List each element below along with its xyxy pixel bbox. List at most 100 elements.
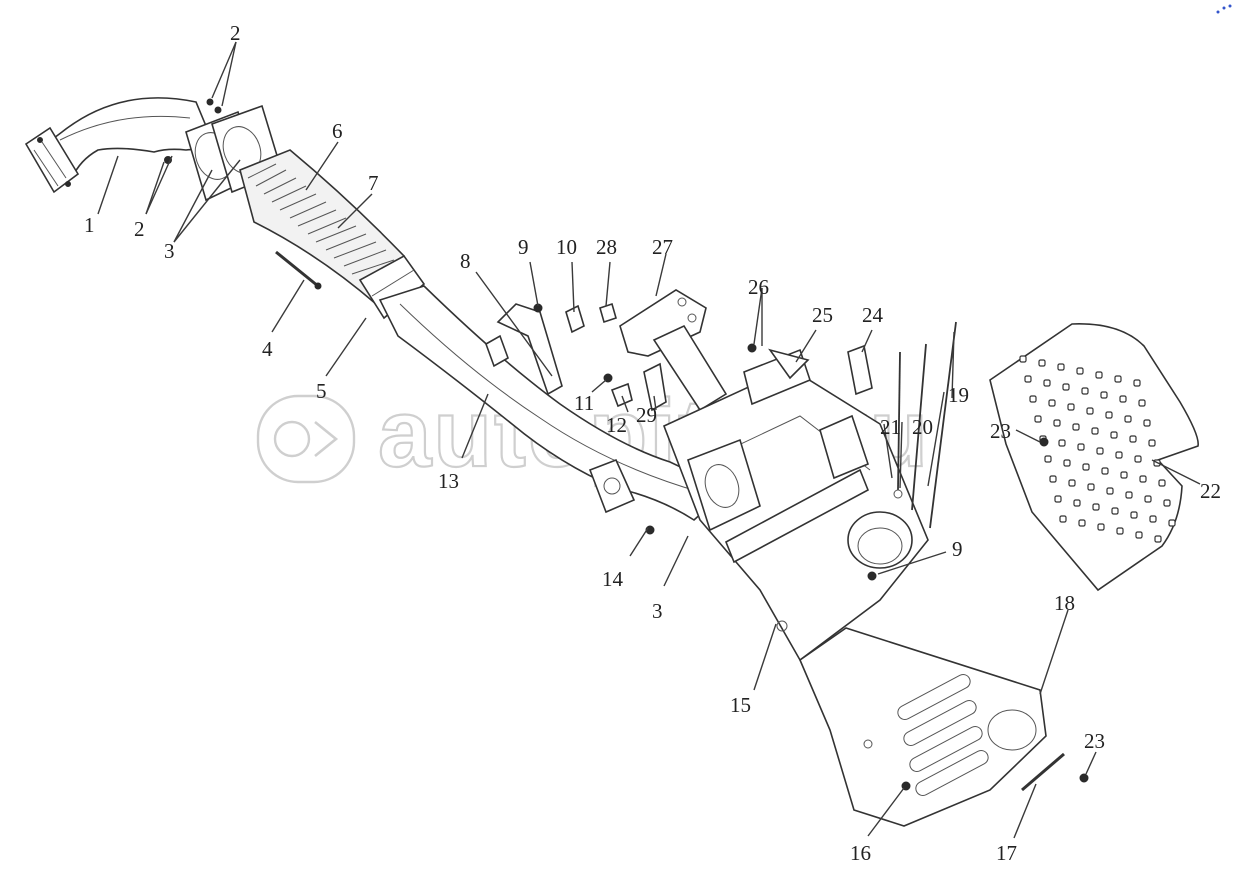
perforation-hole (1120, 471, 1128, 479)
part-8-bracket (485, 303, 563, 396)
callout-4: 4 (262, 337, 273, 361)
perforation-hole (1058, 439, 1066, 447)
perforation-hole (1158, 479, 1166, 487)
perforation-hole (1135, 531, 1143, 539)
callout-9-lower: 9 (952, 537, 963, 561)
watermark-logo-circle (273, 420, 311, 458)
perforation-hole (1143, 419, 1151, 427)
perforation-hole (1096, 447, 1104, 455)
perforation-hole (1115, 451, 1123, 459)
perforation-hole (1154, 535, 1162, 543)
callout-24: 24 (862, 303, 884, 327)
perforation-hole (1024, 375, 1032, 383)
perforation-hole (1073, 499, 1081, 507)
perforation-hole (1095, 371, 1103, 379)
muffler-inlet-flange (687, 438, 761, 532)
perforation-hole (1059, 515, 1067, 523)
leader-lines (97, 41, 1201, 839)
callout-13: 13 (438, 469, 459, 493)
perforation-hole (1063, 459, 1071, 467)
perforation-hole (1100, 391, 1108, 399)
callout-labels: 2 2 1 3 4 5 6 7 8 9 10 28 27 11 12 29 13… (84, 21, 1221, 865)
callout-16: 16 (850, 841, 871, 865)
part-27-mount-bracket (619, 289, 728, 412)
perforation-hole (1049, 475, 1057, 483)
perforation-hole (1163, 499, 1171, 507)
pipe-side-flange (588, 458, 636, 514)
small-fasteners-lower (867, 571, 877, 581)
callout-6: 6 (332, 119, 343, 143)
callout-11: 11 (574, 391, 594, 415)
perforation-hole (1168, 519, 1176, 527)
part-4-bolt (275, 250, 322, 290)
perforation-hole (1138, 399, 1146, 407)
perforation-hole (1119, 395, 1127, 403)
perforation-hole (1082, 463, 1090, 471)
callout-5: 5 (316, 379, 327, 403)
part-16-end-shield (799, 627, 1047, 827)
perforation-hole (1116, 527, 1124, 535)
perforation-hole (1144, 495, 1152, 503)
perforation-hole (1092, 503, 1100, 511)
perforation-hole (1087, 483, 1095, 491)
callout-2-lower: 2 (134, 217, 145, 241)
callout-14: 14 (602, 567, 624, 591)
perforation-hole (1076, 367, 1084, 375)
muffler-mid-strap (724, 468, 870, 564)
perforation-hole (1148, 439, 1156, 447)
callout-12: 12 (606, 413, 627, 437)
perforation-hole (1114, 375, 1122, 383)
corner-mark (1216, 4, 1232, 14)
shield-slots (897, 674, 989, 796)
callout-3-upper: 3 (164, 239, 175, 263)
callout-9-upper: 9 (518, 235, 529, 259)
perforation-hole (1130, 511, 1138, 519)
bellows-clamp (358, 254, 426, 320)
shield-perforations (1019, 355, 1176, 543)
part-1-front-pipe (24, 97, 216, 194)
perforation-hole (1038, 359, 1046, 367)
perforation-hole (1078, 519, 1086, 527)
perforation-hole (1133, 379, 1141, 387)
perforation-hole (1057, 363, 1065, 371)
callout-20: 20 (912, 415, 933, 439)
callout-18: 18 (1054, 591, 1075, 615)
perforation-hole (1086, 407, 1094, 415)
watermark-logo-frame (256, 394, 356, 484)
perforation-hole (1034, 415, 1042, 423)
perforation-hole (1072, 423, 1080, 431)
perforation-hole (1111, 507, 1119, 515)
perforation-hole (1053, 419, 1061, 427)
part-6-flex-bellows (239, 149, 426, 320)
callout-3-lower: 3 (652, 599, 663, 623)
perforation-hole (1077, 443, 1085, 451)
perforation-hole (1054, 495, 1062, 503)
part-15-muffler-body (662, 348, 929, 662)
callout-23-lower: 23 (1084, 729, 1105, 753)
callout-22: 22 (1200, 479, 1221, 503)
perforation-hole (1106, 487, 1114, 495)
parts-19-21-bolts (893, 321, 957, 529)
callout-25: 25 (812, 303, 833, 327)
part-23-bolt-lower (1079, 773, 1089, 783)
perforation-hole (1101, 467, 1109, 475)
perforation-hole (1110, 431, 1118, 439)
part-17-strap (1021, 752, 1089, 792)
callout-21: 21 (880, 415, 901, 439)
callout-7: 7 (368, 171, 379, 195)
part-22-perforated-shield (989, 323, 1199, 592)
perforation-hole (1029, 395, 1037, 403)
perforation-hole (1124, 415, 1132, 423)
perforation-hole (1105, 411, 1113, 419)
callout-29: 29 (636, 403, 657, 427)
muffler-outlet (847, 511, 913, 569)
callout-8: 8 (460, 249, 471, 273)
perforation-hole (1062, 383, 1070, 391)
part-23-bolt-upper (1039, 437, 1049, 447)
callout-10: 10 (556, 235, 577, 259)
perforation-hole (1149, 515, 1157, 523)
callout-26: 26 (748, 275, 769, 299)
perforation-hole (1129, 435, 1137, 443)
